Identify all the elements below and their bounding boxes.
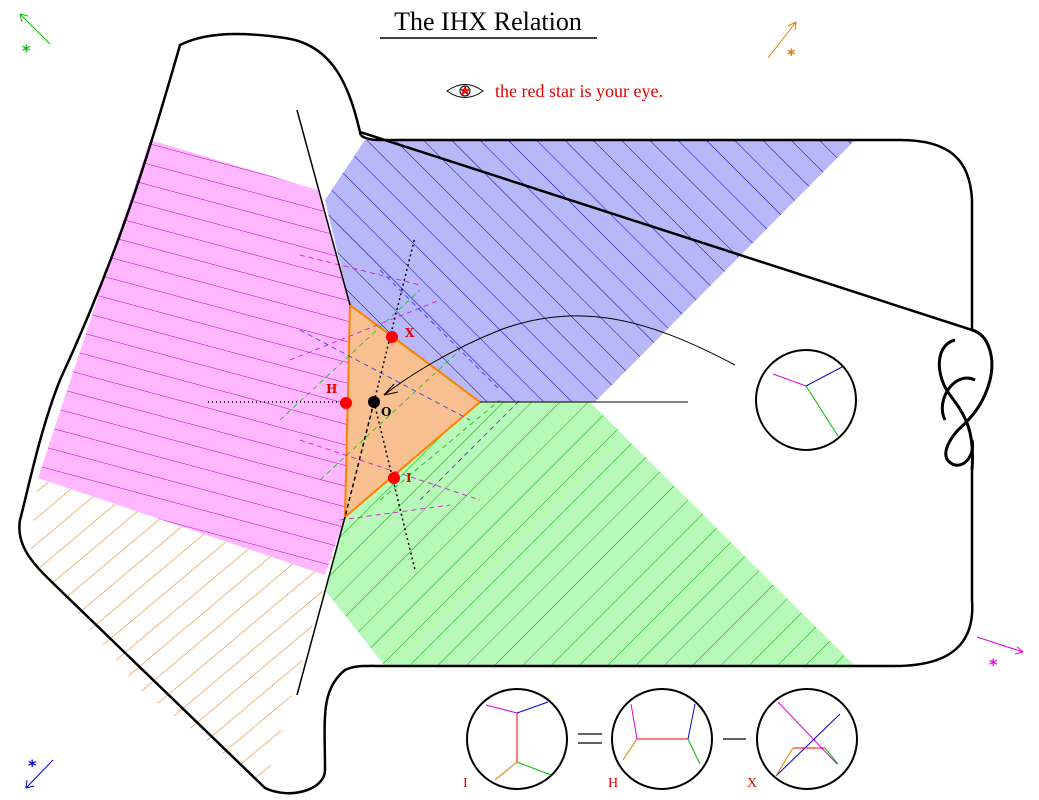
left-cut-line-bottom	[296, 516, 346, 696]
point-o-label: O	[381, 405, 391, 419]
point-o-dot	[368, 396, 380, 408]
point-x-dot	[386, 331, 398, 343]
point-i: I	[388, 471, 412, 485]
dashed-grid	[279, 254, 521, 521]
magenta-star-marker: *	[976, 636, 1024, 674]
title-group: The IHX Relation	[380, 7, 597, 39]
blue-region	[325, 140, 855, 402]
equals-sign	[578, 733, 602, 744]
diagram-x	[756, 688, 858, 790]
point-i-dot	[388, 472, 400, 484]
magenta-star: *	[989, 655, 998, 674]
dotted-axes	[208, 236, 416, 571]
dashed-axis-left-down	[344, 401, 375, 518]
orange-star-marker: *	[767, 21, 797, 64]
dotted-axis-up	[373, 236, 416, 403]
eye-icon	[446, 84, 484, 98]
orange-star: *	[787, 45, 796, 64]
point-x: X	[386, 326, 415, 343]
blue-star: *	[28, 756, 37, 775]
diagram-x-label: X	[747, 776, 757, 791]
ihx-equation: I H X	[463, 688, 858, 791]
diagram-h	[611, 688, 713, 790]
blue-star-marker: *	[25, 756, 54, 789]
page-title: The IHX Relation	[394, 7, 582, 36]
left-cut-line-top	[296, 109, 351, 306]
dotted-axis-down	[373, 401, 416, 571]
point-h-dot	[340, 397, 352, 409]
diagram-i-label: I	[463, 776, 468, 791]
point-o: O	[368, 396, 391, 419]
knot-icon	[937, 328, 994, 471]
diagram-h-label: H	[608, 776, 618, 791]
diagram-i	[466, 688, 568, 790]
green-region	[325, 402, 855, 666]
eye-caption-group: the red star is your eye.	[446, 81, 663, 101]
point-h-label: H	[326, 382, 337, 396]
point-h: H	[326, 382, 352, 409]
point-x-label: X	[405, 326, 415, 340]
green-star-marker: *	[19, 13, 51, 60]
green-star: *	[22, 41, 31, 60]
orange-hatch-region	[30, 478, 345, 785]
view-disc	[755, 349, 857, 451]
caption-text: the red star is your eye.	[495, 81, 663, 101]
outer-boundary	[18, 32, 974, 795]
core-triangle	[343, 303, 482, 520]
pointer-curve	[383, 315, 736, 396]
point-i-label: I	[406, 471, 412, 485]
pointer-arrowhead	[383, 383, 399, 396]
